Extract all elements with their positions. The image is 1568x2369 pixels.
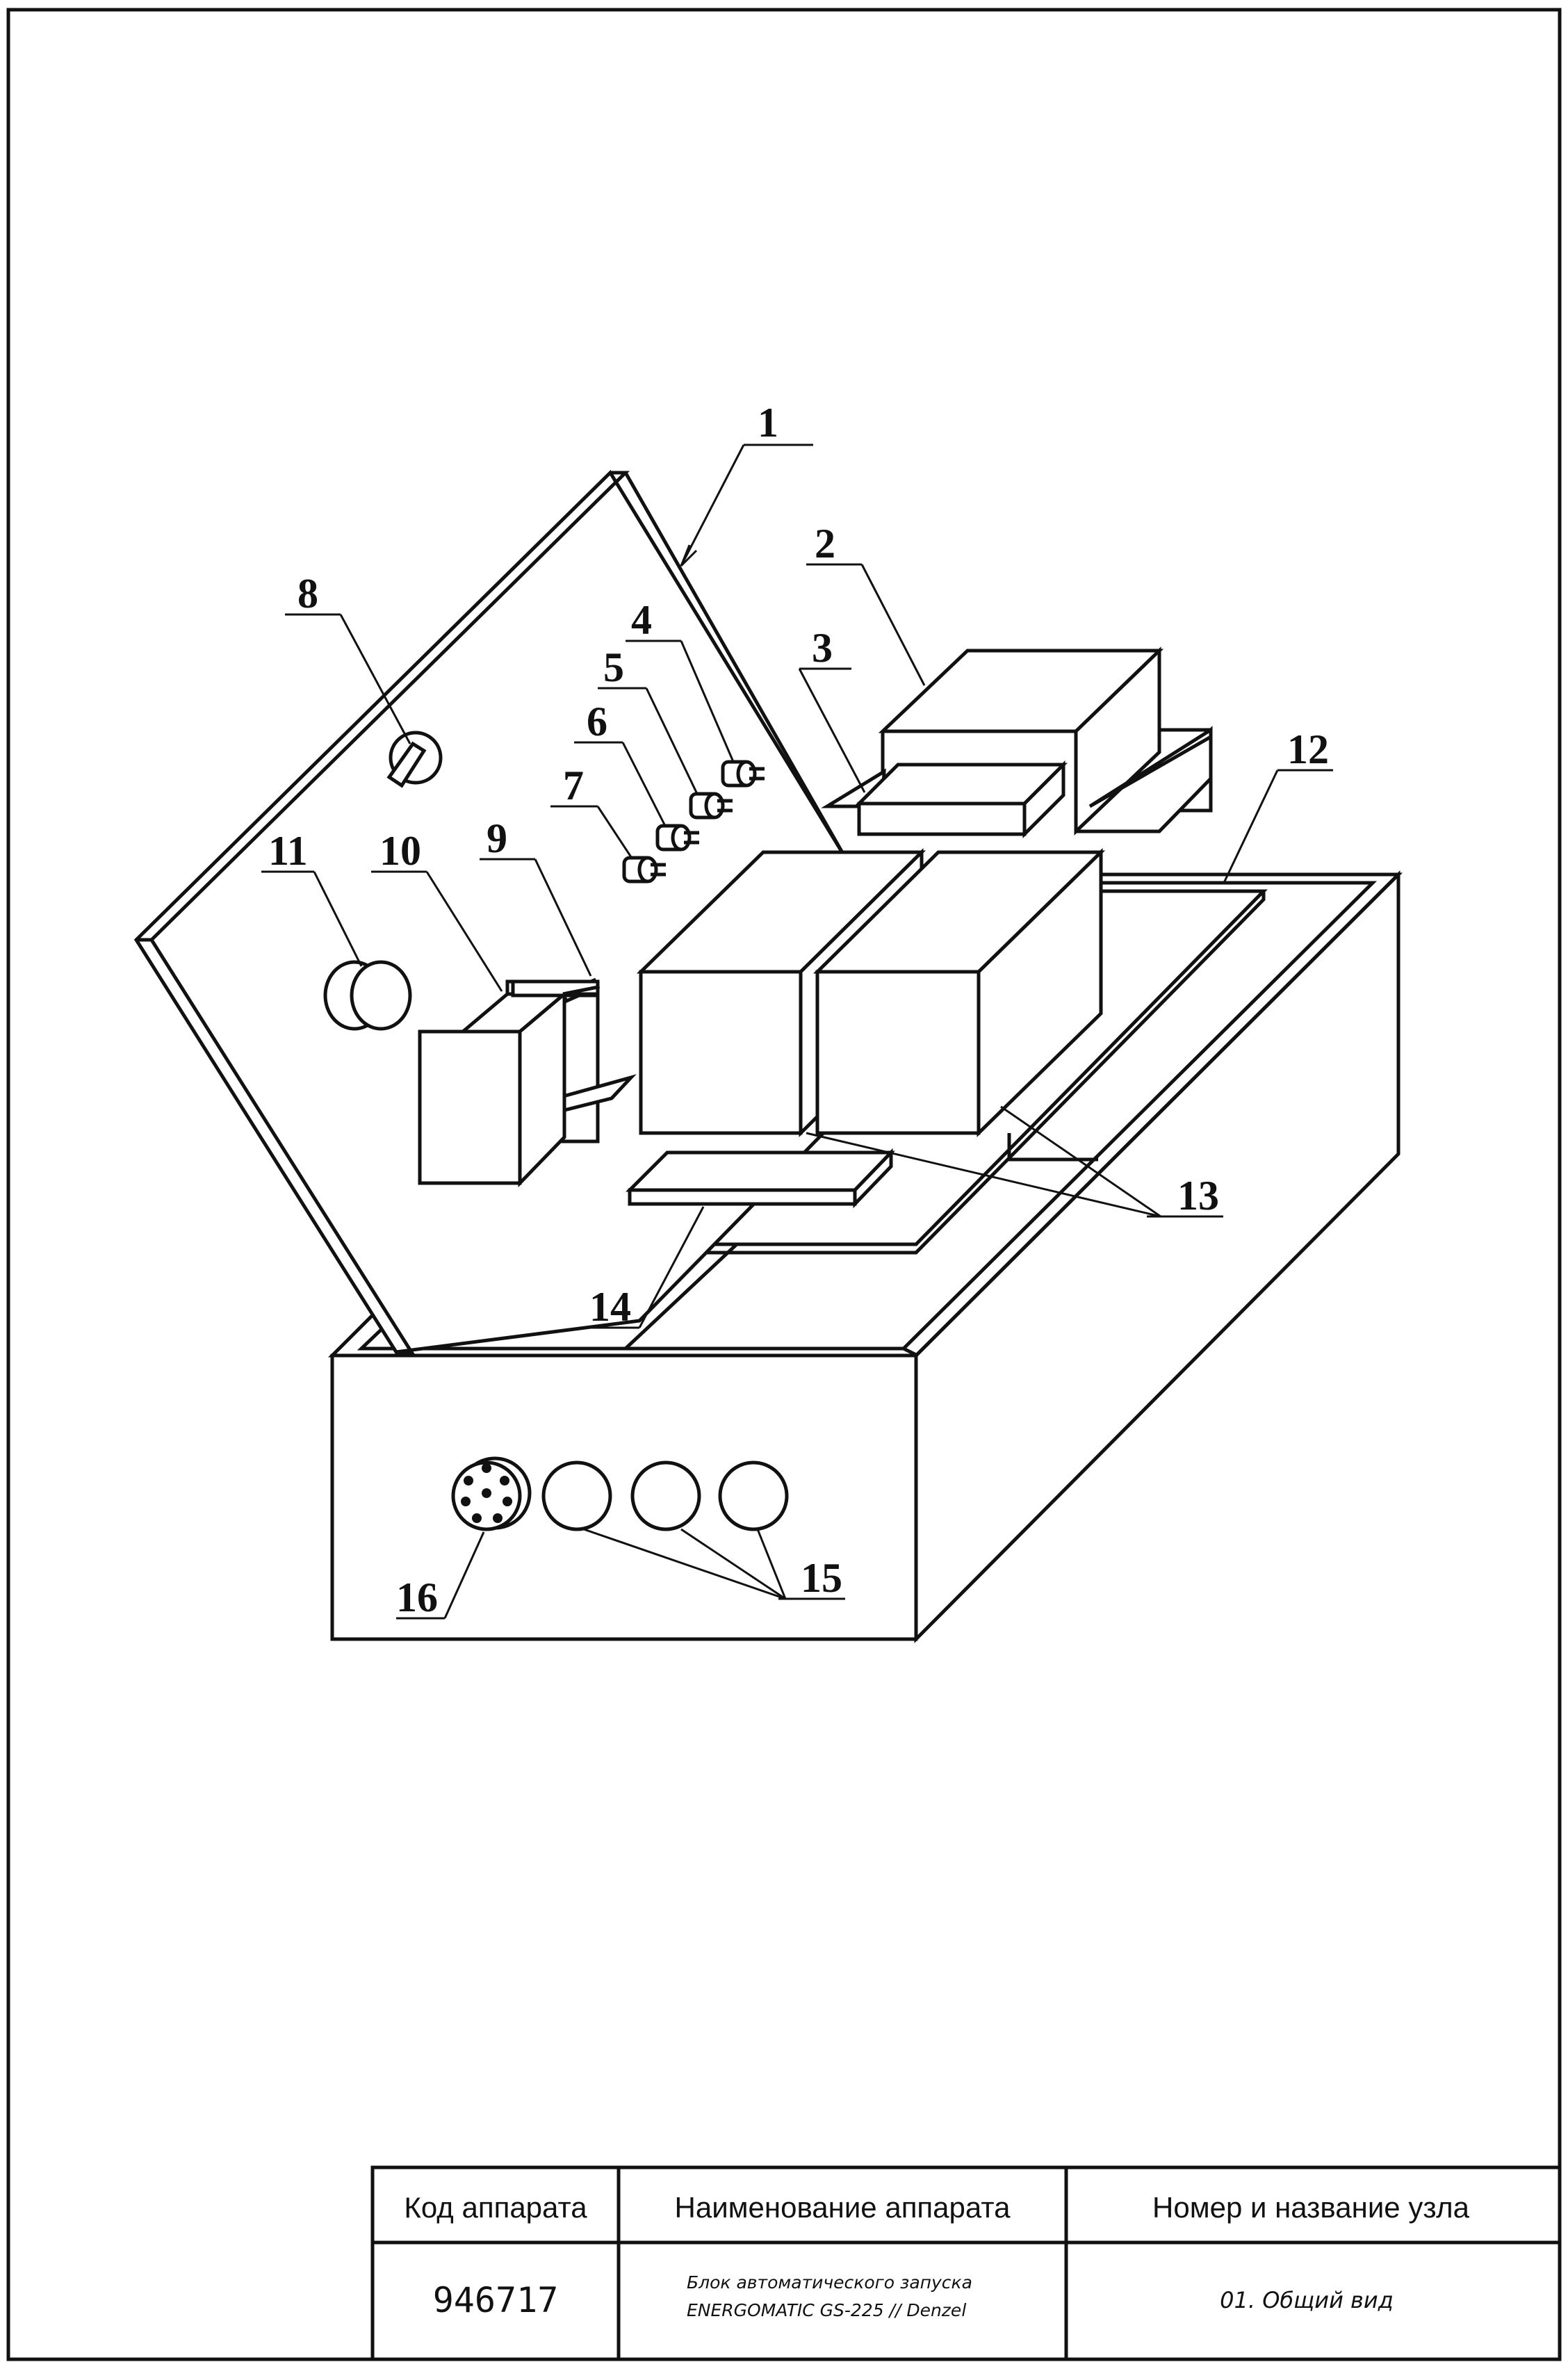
title-block [370, 2165, 1562, 2361]
connector-16 [451, 1456, 532, 1531]
led-6 [655, 824, 699, 852]
relay-block-right [812, 848, 1106, 1137]
callout-15: 15 [801, 1555, 842, 1601]
name-line-1: Блок автоматического запуска [687, 2272, 972, 2293]
callout-11: 11 [268, 828, 308, 874]
callout-13: 13 [1177, 1173, 1219, 1219]
callout-12: 12 [1287, 726, 1329, 772]
code-value: 946717 [433, 2280, 559, 2320]
port-15a [541, 1460, 612, 1531]
header-name: Наименование аппарата [675, 2191, 1011, 2224]
callout-16: 16 [396, 1574, 438, 1620]
circuit-board [625, 1148, 895, 1209]
cover-2 [878, 646, 1213, 836]
callout-3: 3 [812, 625, 833, 671]
leader-lines [261, 443, 1333, 1620]
lamp-11 [323, 960, 412, 1031]
led-7 [622, 856, 666, 884]
callout-9: 9 [487, 815, 507, 861]
header-node: Номер и название узла [1152, 2191, 1470, 2224]
port-15b [630, 1460, 701, 1531]
transformer [418, 977, 637, 1188]
callout-1: 1 [758, 400, 778, 446]
header-code: Код аппарата [404, 2191, 587, 2224]
node-value: 01. Общий вид [1220, 2287, 1394, 2313]
led-4 [721, 760, 765, 788]
name-line-2: ENERGOMATIC GS-225 // Denzel [687, 2300, 966, 2320]
switch-8 [386, 731, 443, 788]
led-5 [689, 792, 733, 820]
bracket-3 [821, 760, 1068, 839]
callout-6: 6 [587, 699, 607, 744]
callout-2: 2 [815, 521, 835, 567]
callout-8: 8 [297, 571, 318, 617]
port-15c [718, 1460, 789, 1531]
callout-10: 10 [379, 828, 421, 874]
callout-5: 5 [603, 644, 624, 690]
callout-7: 7 [563, 763, 584, 808]
callout-4: 4 [631, 597, 652, 643]
callout-14: 14 [589, 1284, 631, 1330]
